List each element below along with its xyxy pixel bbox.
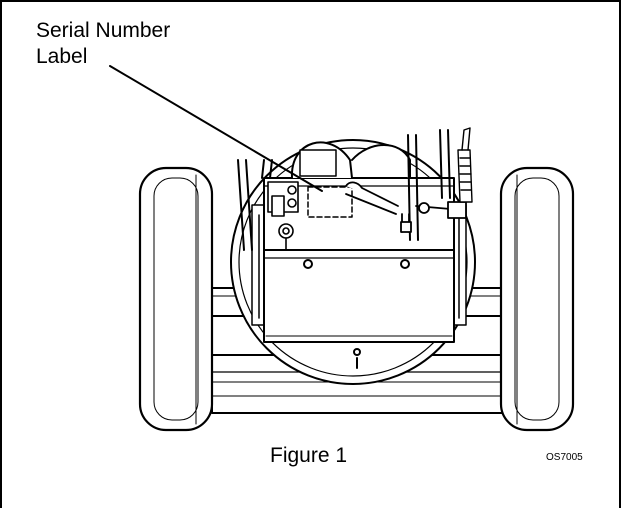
right-wheel (501, 168, 573, 430)
handle-grip (458, 128, 472, 202)
callout-line-1: Serial Number (36, 18, 170, 44)
rear-shield-plate (264, 250, 454, 342)
figure-code: OS7005 (546, 452, 583, 463)
left-wheel (140, 168, 212, 430)
serial-number-callout: Serial Number Label (36, 18, 170, 70)
serial-number-label-location (308, 187, 352, 217)
callout-line-2: Label (36, 44, 170, 70)
figure-caption: Figure 1 (270, 444, 347, 468)
callout-leader-line (110, 66, 322, 191)
